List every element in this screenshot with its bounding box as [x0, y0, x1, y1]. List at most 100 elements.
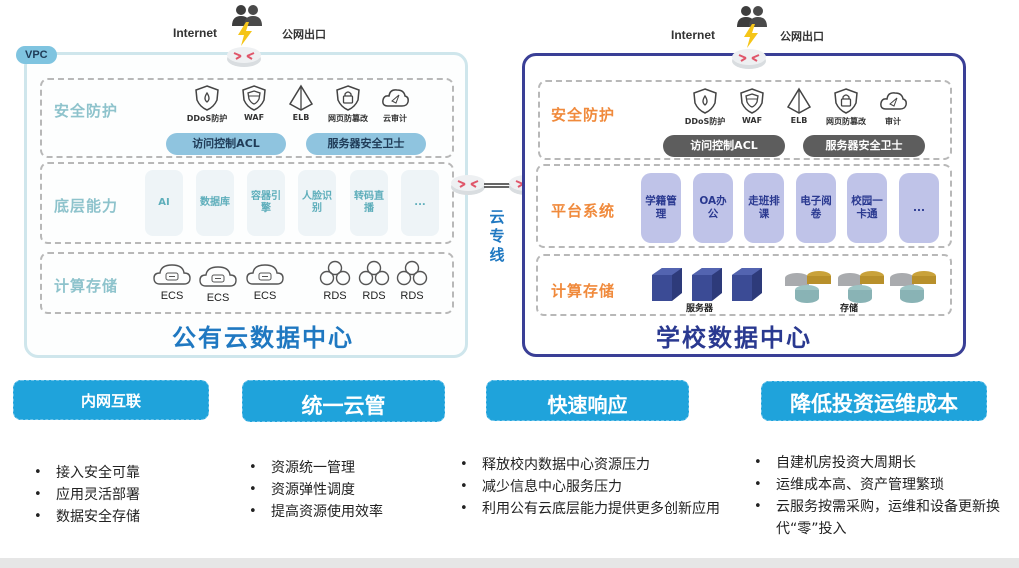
lightning-icon: [740, 24, 762, 52]
icon-caption: 云审计: [383, 114, 407, 123]
benefit-point: 资源统一管理: [247, 457, 457, 479]
benefit-point: 数据安全存储: [32, 506, 212, 528]
school-acl-pill: 访问控制ACL: [663, 135, 785, 157]
benefit-heading-unified-cloud: 统一云管: [242, 380, 445, 422]
benefit-list-cost-reduction: 自建机房投资大周期长 运维成本高、资产管理繁琐 云服务按需采购，运维和设备更新换…: [752, 452, 1014, 540]
benefit-point: 提高资源使用效率: [247, 501, 457, 523]
rds-icon: RDS: [393, 260, 431, 302]
school-compute-label: 计算存储: [551, 282, 616, 300]
ecs-icon: ECS: [198, 264, 238, 304]
icon-caption: WAF: [243, 113, 265, 122]
ecs-caption: ECS: [206, 292, 230, 304]
benefit-point: 利用公有云底层能力提供更多创新应用: [458, 498, 720, 520]
icon-caption: ELB: [790, 116, 808, 125]
benefit-point: 减少信息中心服务压力: [458, 476, 730, 498]
egress-label: 公网出口: [282, 28, 326, 41]
icon-caption: 网页防篡改: [328, 114, 368, 123]
users-icon: [230, 4, 264, 32]
base-tile-more: ...: [401, 170, 439, 236]
school-security-section: [538, 80, 952, 160]
waf-shield-icon: WAF: [231, 84, 277, 124]
left-router-icon: [450, 172, 486, 200]
storage-icon: [888, 268, 938, 308]
ddos-shield-icon: DDoS防护: [682, 87, 728, 127]
benefit-point: 云服务按需采购，运维和设备更新换代“零”投入: [752, 496, 1014, 540]
public-security-icons: DDoS防护 WAF ELB 网页防篡改 云审计: [184, 84, 418, 124]
ecs-caption: ECS: [160, 290, 184, 302]
egress-label: 公网出口: [780, 30, 824, 43]
school-platform-label: 平台系统: [551, 202, 616, 220]
school-compute-section: [536, 254, 952, 316]
cloud-audit-icon: 审计: [870, 87, 916, 127]
ecs-icon: ECS: [152, 262, 192, 302]
public-security-section: [40, 78, 454, 158]
benefit-heading-intranet: 内网互联: [13, 380, 209, 420]
internet-label: Internet: [671, 28, 716, 42]
internet-label: Internet: [173, 26, 218, 40]
base-tile-transcoding: 转码直播: [350, 170, 388, 236]
benefit-list-fast-response: 释放校内数据中心资源压力 减少信息中心服务压力 利用公有云底层能力提供更多创新应…: [458, 454, 730, 520]
router-icon: [226, 44, 262, 72]
platform-tile-student-records: 学籍管理: [641, 173, 681, 243]
storage-icon: [836, 268, 886, 308]
ecs-caption: ECS: [253, 290, 277, 302]
lightning-icon: [234, 22, 256, 50]
base-tile-ai: AI: [145, 170, 183, 236]
base-tile-database: 数据库: [196, 170, 234, 236]
base-tile-face-recognition: 人脸识别: [298, 170, 336, 236]
storage-caption: 存储: [840, 304, 859, 314]
ddos-shield-icon: DDoS防护: [184, 84, 230, 124]
rds-caption: RDS: [323, 290, 347, 302]
elb-icon: ELB: [776, 87, 822, 127]
router-icon: [731, 46, 767, 74]
benefit-point: 应用灵活部署: [32, 484, 212, 506]
icon-caption: WAF: [741, 116, 763, 125]
lock-shield-icon: 网页防篡改: [823, 87, 869, 127]
school-datacenter-title: 学校数据中心: [656, 324, 812, 352]
platform-tile-oa: OA办公: [693, 173, 733, 243]
icon-caption: DDoS防护: [186, 114, 228, 123]
icon-caption: 网页防篡改: [826, 117, 866, 126]
benefit-point: 资源弹性调度: [247, 479, 457, 501]
benefit-list-unified-cloud: 资源统一管理 资源弹性调度 提高资源使用效率: [247, 457, 457, 523]
server-icon: [650, 265, 684, 307]
server-caption: 服务器: [686, 304, 714, 314]
platform-tile-more: ...: [899, 173, 939, 243]
link-char: 线: [489, 246, 505, 264]
dedicated-line-connector: [484, 183, 510, 188]
benefit-point: 运维成本高、资产管理繁琐: [752, 474, 1014, 496]
rds-icon: RDS: [316, 260, 354, 302]
public-base-section: [40, 162, 454, 244]
rds-caption: RDS: [400, 290, 424, 302]
benefit-heading-fast-response: 快速响应: [486, 380, 689, 421]
benefit-point: 接入安全可靠: [32, 462, 212, 484]
server-icon: [730, 265, 764, 307]
school-host-security-pill: 服务器安全卫士: [803, 135, 925, 157]
storage-icon: [783, 268, 833, 308]
benefit-list-intranet: 接入安全可靠 应用灵活部署 数据安全存储: [32, 462, 212, 528]
lock-shield-icon: 网页防篡改: [325, 84, 371, 124]
rds-icon: RDS: [355, 260, 393, 302]
public-security-label: 安全防护: [54, 102, 119, 120]
waf-shield-icon: WAF: [729, 87, 775, 127]
public-base-label: 底层能力: [54, 197, 119, 215]
public-host-security-pill: 服务器安全卫士: [306, 133, 426, 155]
platform-tile-course-scheduling: 走班排课: [744, 173, 784, 243]
benefit-heading-cost-reduction: 降低投资运维成本: [761, 381, 987, 421]
school-security-label: 安全防护: [551, 106, 616, 124]
benefit-point: 释放校内数据中心资源压力: [458, 454, 730, 476]
public-compute-section: [40, 252, 454, 314]
platform-tile-exam-grading: 电子阅卷: [796, 173, 836, 243]
link-char: 云: [489, 208, 505, 226]
school-security-icons: DDoS防护 WAF ELB 网页防篡改 审计: [682, 87, 916, 127]
link-char: 专: [489, 227, 505, 245]
public-cloud-title: 公有云数据中心: [172, 324, 354, 352]
public-compute-label: 计算存储: [54, 277, 119, 295]
base-tile-container-engine: 容器引擎: [247, 170, 285, 236]
icon-caption: 审计: [885, 117, 901, 126]
footer-bar: [0, 558, 1019, 568]
vpc-tag: VPC: [16, 46, 57, 64]
cloud-audit-icon: 云审计: [372, 84, 418, 124]
server-icon: [690, 265, 724, 307]
school-platform-section: [536, 164, 952, 248]
